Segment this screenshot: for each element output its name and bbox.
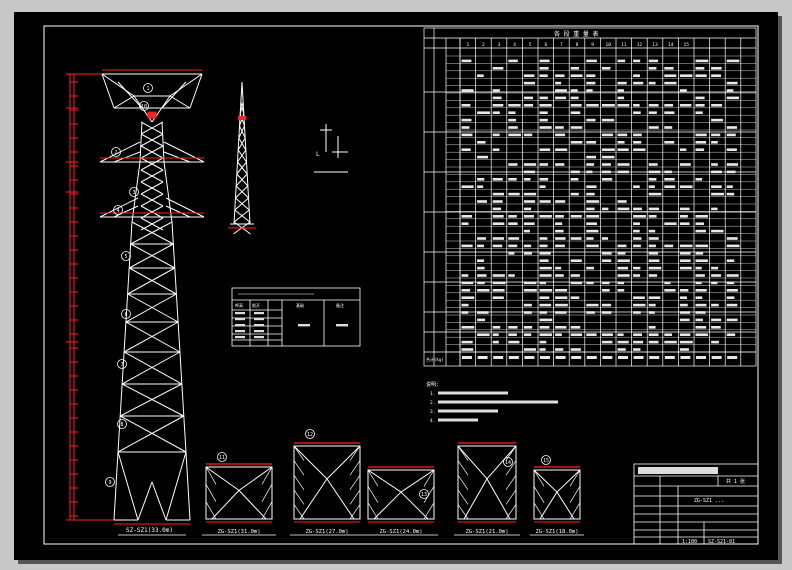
bom-total-label: 合计(kg) [426, 356, 444, 362]
section-marker-3: 3 [129, 187, 139, 197]
note-item-1: 1. [430, 391, 435, 397]
svg-text:11: 11 [219, 455, 225, 461]
legend-header-span: 根开 [252, 302, 260, 308]
bom-col-9: 9 [591, 42, 594, 48]
title-block [633, 463, 759, 545]
section-marker-10: 10 [139, 101, 149, 111]
note-item-3: 3. [430, 409, 435, 415]
notes-heading: 说明: [426, 381, 439, 388]
bom-weight-table [423, 27, 757, 367]
title-sheet-count: 共 1 张 [726, 478, 745, 485]
leg-variant-elevations: 11ZG-SZ1(31.0m)12ZG-SZ1(27.0m)13ZG-SZ1(2… [202, 429, 584, 536]
svg-text:5: 5 [124, 254, 127, 260]
bom-col-3: 3 [498, 42, 501, 48]
bom-col-15: 15 [683, 42, 689, 48]
section-marker-9: 9 [105, 477, 115, 487]
section-markers: 1 2 3 4 5 6 7 8 9 10 [105, 83, 153, 487]
leg-data-table [231, 287, 361, 347]
side-view-mast [228, 81, 256, 235]
title-scale: 1:100 [682, 539, 697, 545]
leg-variant-label-12: ZG-SZ1(27.0m) [305, 529, 348, 535]
svg-text:8: 8 [120, 422, 123, 428]
bom-col-10: 10 [605, 42, 611, 48]
main-tower-elevation [99, 73, 205, 521]
svg-text:4: 4 [116, 208, 119, 214]
leg-variant-label-11: ZG-SZ1(31.0m) [217, 529, 260, 535]
leg-variant-label-13: ZG-SZ1(24.0m) [379, 529, 422, 535]
bom-col-12: 12 [637, 42, 643, 48]
note-item-4: 4. [430, 418, 435, 424]
bom-col-1: 1 [466, 42, 469, 48]
svg-text:12: 12 [307, 432, 313, 438]
section-marker-2: 2 [111, 147, 121, 157]
svg-text:14: 14 [505, 460, 511, 466]
section-marker-5: 5 [121, 251, 131, 261]
bom-col-7: 7 [560, 42, 563, 48]
section-marker-8: 8 [117, 419, 127, 429]
section-marker-7: 7 [117, 359, 127, 369]
svg-text:3: 3 [132, 190, 135, 196]
svg-text:L: L [316, 151, 320, 158]
bom-col-2: 2 [482, 42, 485, 48]
svg-text:13: 13 [421, 492, 427, 498]
legend-header-remarks: 备注 [336, 302, 344, 308]
section-marker-6: 6 [121, 309, 131, 319]
title-sheet-code: SZ-S21-01 [708, 539, 735, 545]
svg-text:1: 1 [146, 86, 149, 92]
notes-list: 1. 2. 3. 4. [430, 391, 558, 424]
main-tower-label: SZ-SZ1(33.0m) [126, 527, 173, 534]
bom-table-title: 各 段 重 量 表 [554, 30, 598, 38]
bom-col-5: 5 [529, 42, 532, 48]
bom-col-14: 14 [668, 42, 674, 48]
section-marker-4: 4 [113, 205, 123, 215]
leg-variant-label-15: ZG-SZ1(18.0m) [535, 529, 578, 535]
section-marker-1: 1 [143, 83, 153, 93]
bom-col-8: 8 [576, 42, 579, 48]
leg-variant-label-14: ZG-SZ1(21.0m) [465, 529, 508, 535]
svg-text:2: 2 [114, 150, 117, 156]
svg-text:7: 7 [120, 362, 123, 368]
svg-text:15: 15 [543, 458, 549, 464]
bom-col-6: 6 [544, 42, 547, 48]
legend-header-foundation: 基础 [296, 302, 304, 308]
svg-text:6: 6 [124, 312, 127, 318]
svg-text:9: 9 [108, 480, 111, 486]
main-tower-dimensions [100, 69, 204, 525]
height-dimension-ruler [66, 73, 114, 521]
note-item-2: 2. [430, 400, 435, 406]
sheet-border [43, 25, 759, 545]
svg-text:10: 10 [141, 104, 147, 110]
bom-col-4: 4 [513, 42, 516, 48]
bom-col-11: 11 [621, 42, 627, 48]
joint-detail-symbol: L [314, 124, 348, 173]
title-drawing-name: ZG-SZ1 ... [694, 498, 724, 504]
legend-header-height: 呼高 [235, 302, 243, 308]
bom-col-13: 13 [652, 42, 658, 48]
